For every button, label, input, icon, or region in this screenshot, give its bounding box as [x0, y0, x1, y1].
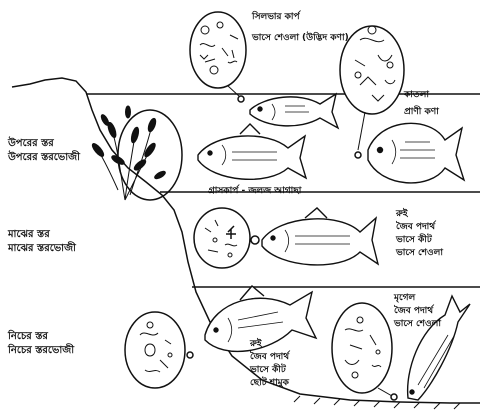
- common-carp-food-1: জৈব পদার্থ: [250, 351, 289, 364]
- mrigal-name: মৃগেল: [394, 292, 441, 305]
- mrigal-food-2: ভাসে শেওলা: [394, 318, 441, 331]
- rohu-food-3: ভাসে শেওলা: [396, 247, 443, 260]
- lower-zone-label: নিচের স্তর নিচের স্তরভোজী: [8, 330, 74, 358]
- common-carp-food-3: ছোট শামুক: [250, 377, 289, 390]
- lower-zone-title: নিচের স্তর: [8, 330, 74, 344]
- rohu-food-1: জৈব পদার্থ: [396, 221, 443, 234]
- catla-fish: [368, 123, 464, 183]
- aquatic-weed-plant: [91, 106, 167, 200]
- grass-carp-fish: [198, 124, 306, 179]
- grass-carp-label: গ্রাসকার্প - জলজ আগাছা: [208, 186, 301, 197]
- middle-zone-label: মাঝের স্তর মাঝের স্তরভোজী: [8, 228, 76, 256]
- silver-carp-name: সিলভার কার্প: [252, 12, 349, 23]
- silver-carp-fish: [250, 94, 338, 128]
- upper-zone-title: উপরের স্তর: [8, 137, 80, 151]
- common-carp-label: রুই জৈব পদার্থ ভাসে কীট ছোট শামুক: [250, 338, 289, 390]
- silver-carp-food: ভাসে শেওলা (উদ্ভিদ কণা): [252, 33, 349, 44]
- mrigal-food-1: জৈব পদার্থ: [394, 305, 441, 318]
- rohu-food-bubble: [194, 208, 250, 268]
- rohu-food-2: ভাসে কীট: [396, 234, 443, 247]
- silver-carp-label: সিলভার কার্প ভাসে শেওলা (উদ্ভিদ কণা): [252, 12, 349, 44]
- rohu-name: রুই: [396, 208, 443, 221]
- upper-zone-subtitle: উপরের স্তরভোজী: [8, 151, 80, 165]
- catla-food: প্রাণী কণা: [404, 107, 439, 118]
- mrigal-food-bubble: [332, 303, 392, 393]
- upper-zone-label: উপরের স্তর উপরের স্তরভোজী: [8, 137, 80, 165]
- catla-label: কাতলা প্রাণী কণা: [404, 90, 439, 118]
- rohu-fish: [262, 208, 378, 265]
- common-carp-name: রুই: [250, 338, 289, 351]
- mrigal-label: মৃগেল জৈব পদার্থ ভাসে শেওলা: [394, 292, 441, 331]
- rohu-label: রুই জৈব পদার্থ ভাসে কীট ভাসে শেওলা: [396, 208, 443, 260]
- catla-name: কাতলা: [404, 90, 439, 101]
- catla-food-bubble: [340, 26, 404, 114]
- middle-zone-title: মাঝের স্তর: [8, 228, 76, 242]
- middle-zone-subtitle: মাঝের স্তরভোজী: [8, 242, 76, 256]
- lower-zone-subtitle: নিচের স্তরভোজী: [8, 344, 74, 358]
- common-carp-food-2: ভাসে কীট: [250, 364, 289, 377]
